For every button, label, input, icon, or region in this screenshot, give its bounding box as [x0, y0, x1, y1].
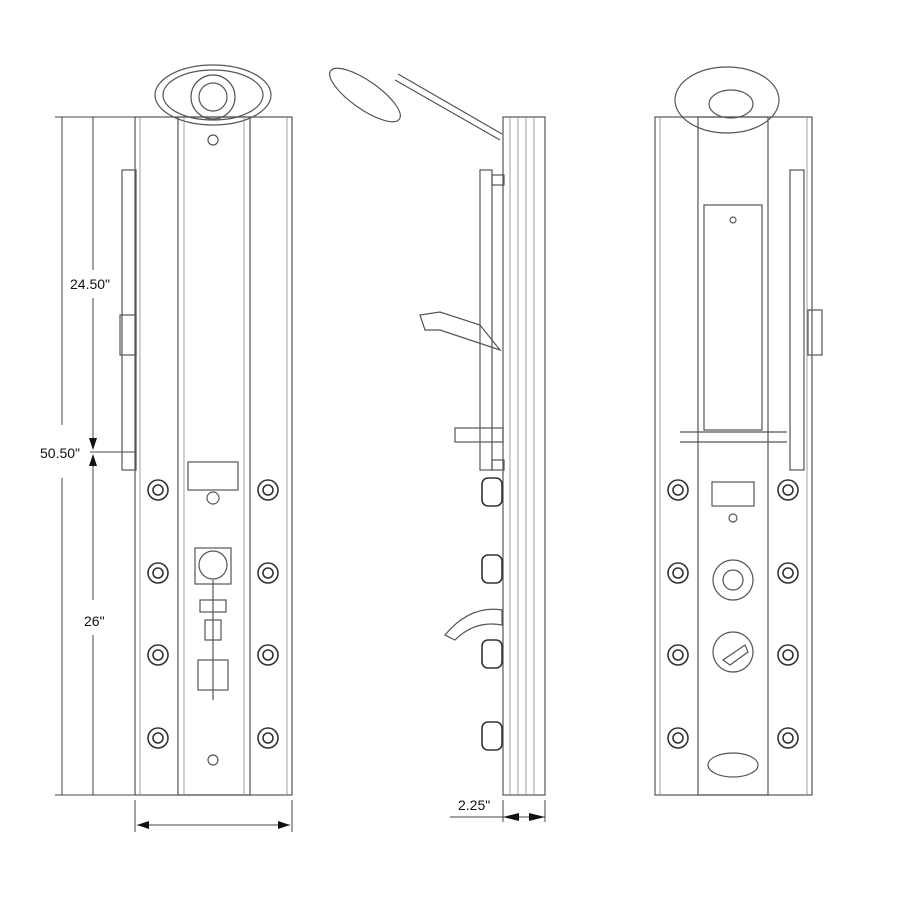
front-internal-view — [119, 64, 293, 796]
front-view — [654, 66, 823, 796]
depth-label: 2.25" — [458, 797, 490, 813]
total-height-label: 50.50" — [40, 445, 80, 461]
side-view: 2.25" — [329, 67, 546, 822]
upper-height-label: 24.50" — [70, 276, 110, 292]
lower-height-label: 26" — [84, 613, 105, 629]
width-dimension — [134, 800, 293, 832]
height-dimensions: 24.50" 50.50" 26" — [40, 116, 135, 796]
